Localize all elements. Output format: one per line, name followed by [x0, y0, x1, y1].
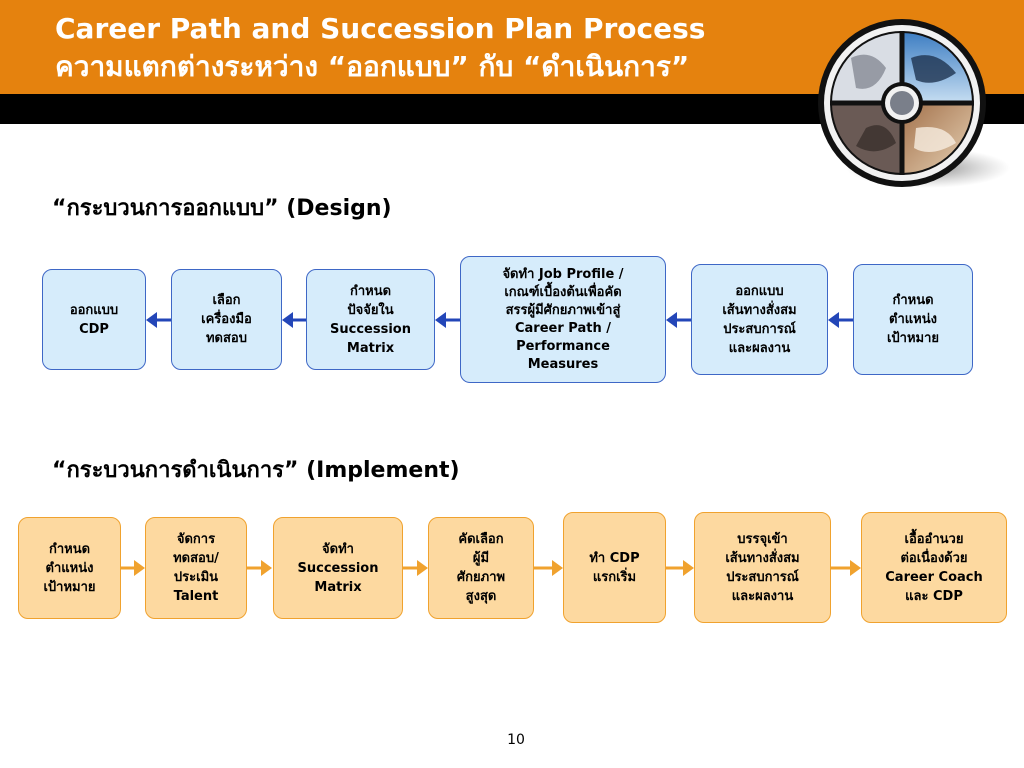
- design-box-design-cdp: ออกแบบ CDP: [42, 269, 146, 370]
- slide-title: Career Path and Succession Plan Process: [55, 12, 706, 45]
- implement-box-initial-cdp: ทำ CDP แรกเริ่ม: [563, 512, 666, 623]
- arrow-left-icon: [435, 312, 460, 328]
- arrow-left-icon: [146, 312, 171, 328]
- implement-box-career-coach: เอื้ออำนวย ต่อเนื่องด้วย Career Coach แล…: [861, 512, 1007, 623]
- business-collage-logo-icon: [818, 19, 1010, 188]
- design-box-target-position: กำหนด ตำแหน่ง เป้าหมาย: [853, 264, 973, 375]
- page-number: 10: [507, 732, 525, 748]
- arrow-right-icon: [247, 560, 272, 576]
- implement-box-placement-path: บรรจุเข้า เส้นทางสั่งสม ประสบการณ์ และผล…: [694, 512, 831, 623]
- arrow-right-icon: [666, 560, 694, 576]
- implement-box-succession-matrix: จัดทำ Succession Matrix: [273, 517, 403, 619]
- arrow-right-icon: [403, 560, 428, 576]
- arrow-right-icon: [831, 560, 861, 576]
- implement-heading: “กระบวนการดำเนินการ” (Implement): [52, 458, 460, 483]
- design-heading: “กระบวนการออกแบบ” (Design): [52, 196, 392, 221]
- slide-subtitle: ความแตกต่างระหว่าง “ออกแบบ” กับ “ดำเนินก…: [55, 50, 690, 83]
- implement-box-select-top-potential: คัดเลือก ผู้มี ศักยภาพ สูงสุด: [428, 517, 534, 619]
- design-box-job-profile: จัดทำ Job Profile / เกณฑ์เบื้องต้นเพื่อค…: [460, 256, 666, 383]
- arrow-right-icon: [534, 560, 563, 576]
- arrow-right-icon: [121, 560, 145, 576]
- arrow-left-icon: [666, 312, 691, 328]
- arrow-left-icon: [828, 312, 853, 328]
- design-box-select-test-tools: เลือก เครื่องมือ ทดสอบ: [171, 269, 282, 370]
- design-box-experience-path: ออกแบบ เส้นทางสั่งสม ประสบการณ์ และผลงาน: [691, 264, 828, 375]
- design-box-succession-matrix-factors: กำหนด ปัจจัยใน Succession Matrix: [306, 269, 435, 370]
- implement-box-target-position: กำหนด ตำแหน่ง เป้าหมาย: [18, 517, 121, 619]
- arrow-left-icon: [282, 312, 306, 328]
- implement-box-talent-assessment: จัดการ ทดสอบ/ ประเมิน Talent: [145, 517, 247, 619]
